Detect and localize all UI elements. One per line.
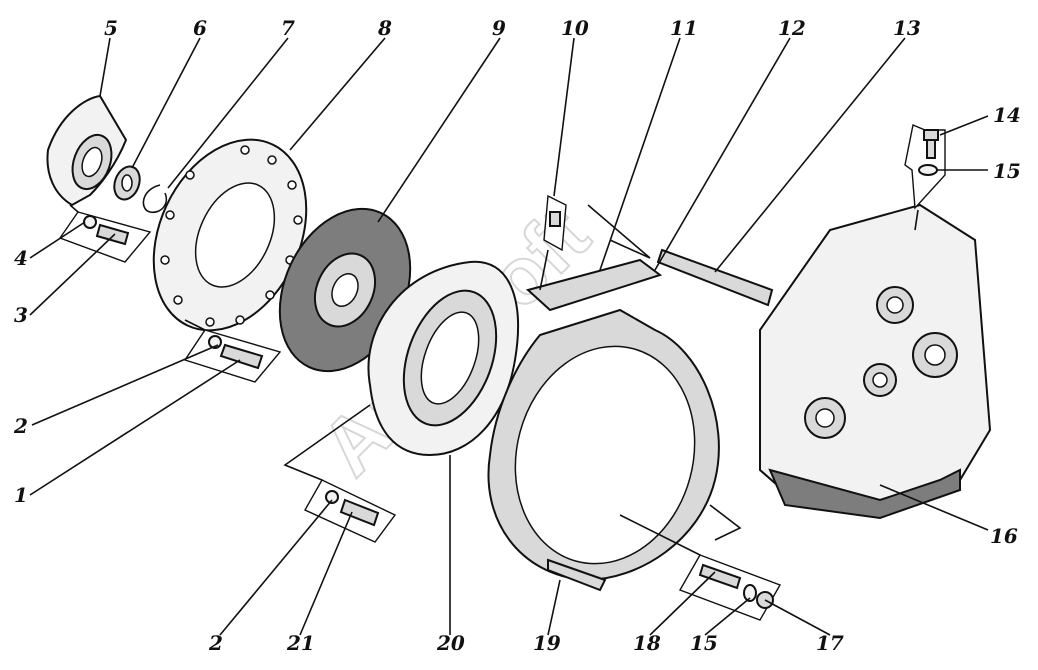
part-11-pad — [525, 258, 663, 312]
bolt-flag-14-15 — [904, 124, 946, 210]
label-19: 19 — [533, 631, 561, 655]
label-11: 11 — [670, 16, 698, 40]
label-2-left: 2 — [13, 414, 28, 438]
label-12: 12 — [778, 16, 806, 40]
part-19-housing-ring — [487, 308, 720, 592]
label-16: 16 — [990, 524, 1018, 548]
label-14: 14 — [993, 103, 1021, 127]
label-21: 21 — [286, 631, 315, 655]
part-8-pressure-plate — [152, 138, 308, 332]
bolt-flag-1-2 — [183, 329, 282, 383]
label-20: 20 — [436, 631, 465, 655]
bolt-flag-3-4 — [58, 211, 152, 263]
part-5-cover-plate — [46, 94, 128, 207]
label-8: 8 — [377, 16, 392, 40]
bolt-flag-10 — [543, 194, 567, 252]
label-10: 10 — [561, 16, 589, 40]
label-7: 7 — [281, 16, 295, 40]
connector-lines — [69, 204, 919, 556]
label-18: 18 — [633, 631, 661, 655]
label-3: 3 — [14, 303, 28, 327]
label-15-bottom: 15 — [690, 631, 718, 655]
part-7-snap-ring — [142, 184, 168, 214]
label-6: 6 — [193, 16, 207, 40]
label-5: 5 — [104, 16, 118, 40]
part-16-gearbox — [759, 203, 992, 520]
label-15-top: 15 — [993, 159, 1021, 183]
part-13-shaft — [656, 248, 774, 307]
label-17: 17 — [816, 631, 844, 655]
part-6-bearing — [113, 165, 141, 201]
part-20-housing-plate — [367, 260, 519, 457]
label-2-bottom: 2 — [208, 631, 223, 655]
label-1: 1 — [14, 483, 28, 507]
leader-lines — [29, 37, 989, 636]
label-13: 13 — [893, 16, 921, 40]
bolt-flag-2-21 — [304, 479, 397, 543]
label-9: 9 — [492, 16, 506, 40]
label-4: 4 — [14, 246, 28, 270]
bolt-flag-18-15-17 — [678, 554, 782, 621]
